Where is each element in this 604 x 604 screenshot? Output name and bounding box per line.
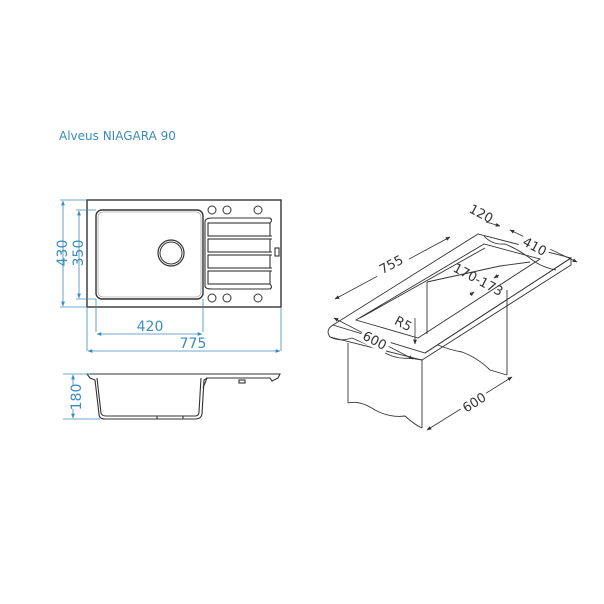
dim-overall-height: 430	[55, 240, 71, 267]
dim-overall-width: 775	[180, 336, 207, 352]
tap-holes-bottom	[207, 293, 263, 303]
dim-depth: 180	[69, 384, 85, 411]
top-view: 430 350 420 775	[55, 199, 282, 353]
dimension-lines-top	[60, 199, 282, 353]
drainer-ribs	[204, 217, 280, 290]
product-title: Alveus NIAGARA 90	[59, 129, 176, 143]
tap-holes-top	[207, 205, 263, 215]
isometric-view: 755 120 410 170-173 R5 600 600	[327, 202, 578, 431]
dim-bowl-height: 350	[71, 240, 87, 267]
side-view: 180	[63, 373, 281, 420]
drain-icon	[157, 239, 185, 267]
dim-bowl-width: 420	[137, 319, 164, 335]
dim-corner-radius: R5	[392, 314, 414, 335]
